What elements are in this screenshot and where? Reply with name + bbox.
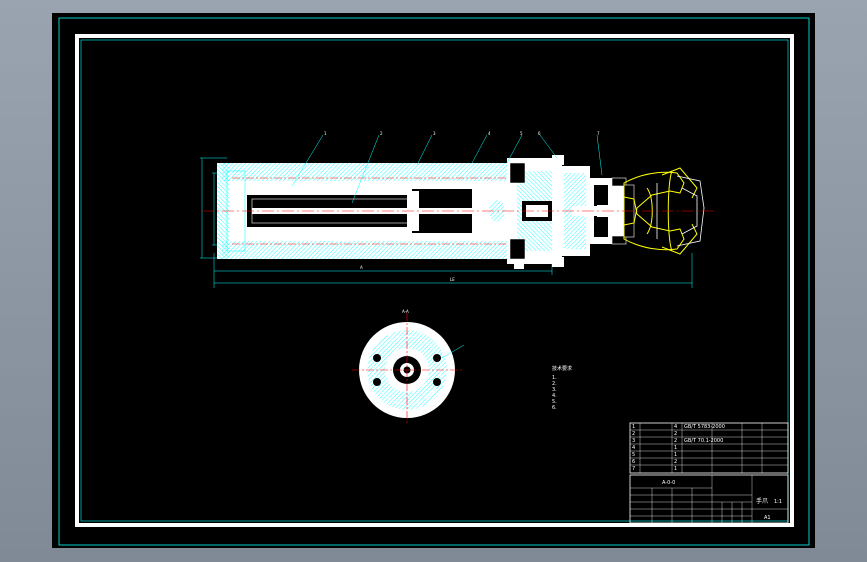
drawing-scale: 1:1 bbox=[774, 499, 782, 505]
technical-notes: 技术要求 1. 2. 3. 4. 5. 6. bbox=[552, 365, 572, 411]
parts-list-cell: GB/T 5783-2000 bbox=[684, 424, 725, 430]
dimension-middle: A bbox=[360, 265, 363, 270]
parts-list-cell: 2 bbox=[674, 459, 677, 465]
balloon-4: 4 bbox=[488, 131, 491, 136]
parts-list-cell: 5 bbox=[632, 452, 635, 458]
parts-list-cell: 1 bbox=[674, 445, 677, 451]
balloon-7: 7 bbox=[597, 131, 600, 136]
parts-list-cell: 1 bbox=[674, 466, 677, 472]
part-code: A-0-0 bbox=[662, 480, 675, 486]
notes-title: 技术要求 bbox=[552, 365, 572, 372]
note-line: 5. bbox=[552, 399, 557, 405]
parts-list-cell: 4 bbox=[674, 424, 677, 430]
cad-viewport[interactable]: 1 2 3 4 5 6 7 A LE A-A 技术要求 1. 2. 3. 4. … bbox=[52, 13, 815, 548]
balloon-5: 5 bbox=[520, 131, 523, 136]
balloon-2: 2 bbox=[380, 131, 383, 136]
parts-list-cell: 1 bbox=[674, 452, 677, 458]
balloon-3: 3 bbox=[433, 131, 436, 136]
parts-list-cell: 7 bbox=[632, 466, 635, 472]
note-line: 6. bbox=[552, 405, 557, 411]
parts-list-cell: 2 bbox=[674, 431, 677, 437]
note-line: 1. bbox=[552, 375, 557, 381]
note-line: 4. bbox=[552, 393, 557, 399]
section-view bbox=[352, 313, 465, 423]
drawing-name: 手爪 bbox=[756, 497, 768, 505]
sheet-frame bbox=[75, 34, 794, 527]
parts-list-cell: GB/T 70.1-2000 bbox=[684, 438, 723, 444]
part-balloons bbox=[291, 134, 603, 204]
parts-list-cell: 1 bbox=[632, 424, 635, 430]
dimension-overall: LE bbox=[450, 277, 455, 282]
balloon-1: 1 bbox=[324, 131, 327, 136]
balloon-6: 6 bbox=[538, 131, 541, 136]
parts-list-cell: 3 bbox=[632, 438, 635, 444]
cad-drawing: 1 2 3 4 5 6 7 A LE A-A 技术要求 1. 2. 3. 4. … bbox=[58, 17, 810, 546]
sheet-inner-line bbox=[80, 39, 789, 522]
parts-list-cell: 2 bbox=[632, 431, 635, 437]
note-line: 3. bbox=[552, 387, 557, 393]
gripper-fingers bbox=[623, 167, 698, 255]
title-block: 1 GB/T 5783-2000 4 2 2 3 GB/T 70.1-2000 … bbox=[629, 422, 789, 524]
sheet-size: A1 bbox=[764, 515, 771, 521]
note-line: 2. bbox=[552, 381, 557, 387]
parts-list-cell: 6 bbox=[632, 459, 635, 465]
parts-list-cell: 4 bbox=[632, 445, 635, 451]
main-assembly-view bbox=[200, 155, 717, 288]
section-label: A-A bbox=[402, 309, 409, 314]
parts-list-cell: 2 bbox=[674, 438, 677, 444]
sheet-outer-border bbox=[58, 17, 810, 546]
